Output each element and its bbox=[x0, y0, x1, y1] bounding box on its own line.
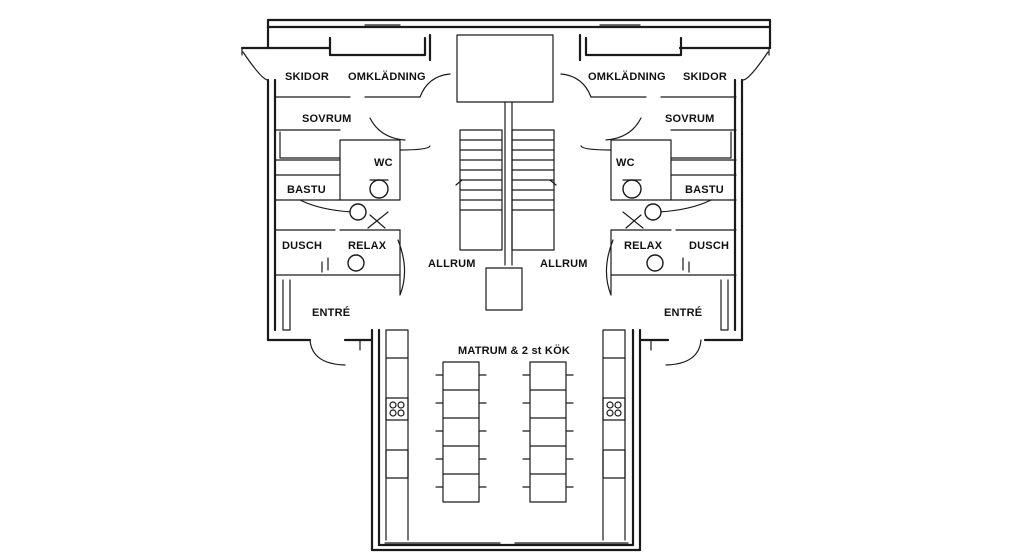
room-label-bastu-right: BASTU bbox=[685, 184, 724, 196]
room-label-wc-left: WC bbox=[374, 157, 393, 169]
room-label-matrum: MATRUM & 2 st KÖK bbox=[458, 345, 570, 357]
room-label-skidor-left: SKIDOR bbox=[285, 71, 329, 83]
room-label-bastu-left: BASTU bbox=[287, 184, 326, 196]
room-label-allrum-left: ALLRUM bbox=[428, 258, 476, 270]
room-label-dusch-right: DUSCH bbox=[689, 240, 730, 252]
central-stair bbox=[428, 33, 582, 311]
room-label-omkladning-right: OMKLÄDNING bbox=[588, 71, 666, 83]
room-label-relax-left: RELAX bbox=[348, 240, 387, 252]
room-label-entre-right: ENTRÉ bbox=[664, 307, 703, 319]
room-label-allrum-right: ALLRUM bbox=[540, 258, 588, 270]
room-label-sovrum-right: SOVRUM bbox=[665, 113, 715, 125]
room-label-dusch-left: DUSCH bbox=[282, 240, 323, 252]
room-label-sovrum-left: SOVRUM bbox=[302, 113, 352, 125]
room-label-skidor-right: SKIDOR bbox=[683, 71, 727, 83]
left-wing-interior bbox=[241, 36, 451, 541]
room-label-relax-right: RELAX bbox=[624, 240, 663, 252]
outer-walls bbox=[240, 18, 772, 552]
room-label-wc-right: WC bbox=[616, 157, 635, 169]
room-label-entre-left: ENTRÉ bbox=[312, 307, 351, 319]
room-label-omkladning-left: OMKLÄDNING bbox=[348, 71, 426, 83]
dining-tables bbox=[435, 361, 574, 503]
right-wing-interior bbox=[560, 36, 770, 541]
